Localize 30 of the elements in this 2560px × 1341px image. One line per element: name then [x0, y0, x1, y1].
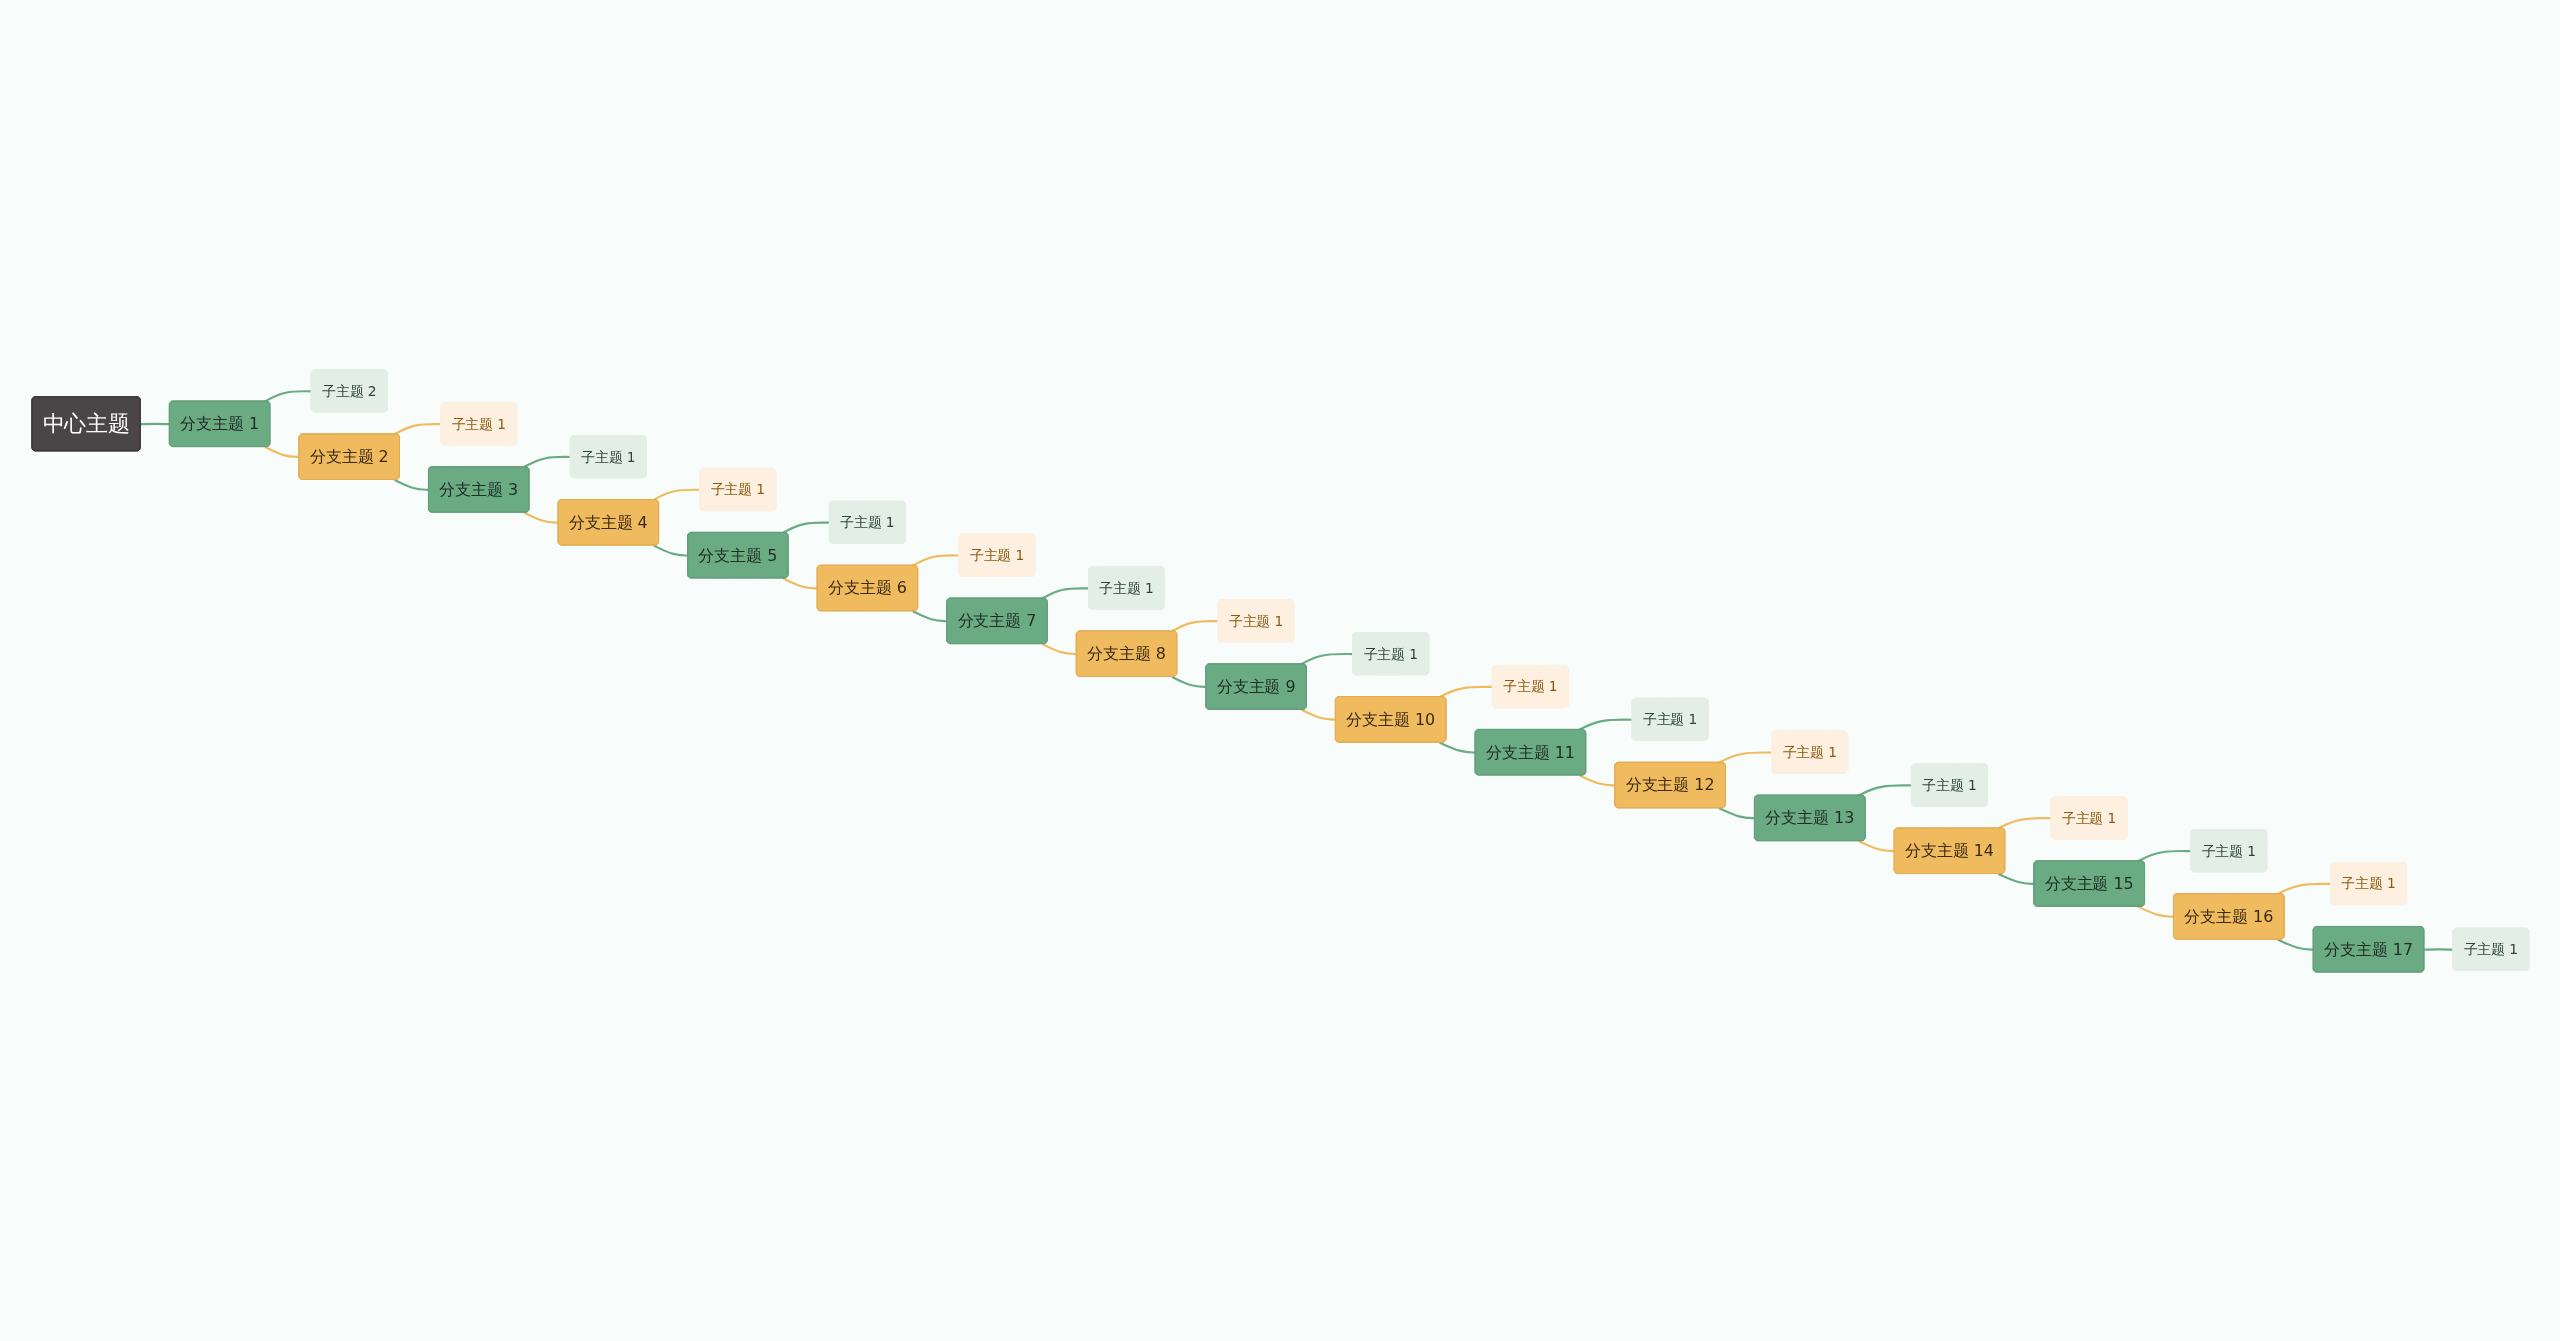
connector [523, 455, 571, 468]
connector [2137, 849, 2191, 862]
connector [2137, 905, 2174, 918]
connector [1041, 586, 1089, 599]
connector [523, 511, 558, 524]
connector [911, 553, 959, 567]
connector [393, 422, 441, 435]
connector [1170, 619, 1219, 632]
connector [1997, 816, 2052, 829]
connector [1171, 675, 1206, 688]
connector [2423, 947, 2453, 951]
connector [1438, 741, 1476, 754]
connector [782, 576, 818, 590]
connector [652, 488, 700, 501]
connector [264, 389, 312, 402]
connector [140, 422, 170, 425]
connector [1857, 839, 1895, 852]
connector [652, 544, 688, 557]
connector [1578, 773, 1615, 787]
connector [264, 445, 299, 458]
connector [1438, 685, 1493, 698]
connector [2276, 938, 2314, 951]
connector [1300, 652, 1353, 665]
connector [2276, 882, 2331, 895]
connector [1997, 872, 2034, 885]
connector [1718, 806, 1755, 819]
connector [911, 609, 947, 622]
connector [393, 478, 429, 491]
connector [1300, 708, 1336, 721]
connector [1041, 642, 1077, 655]
